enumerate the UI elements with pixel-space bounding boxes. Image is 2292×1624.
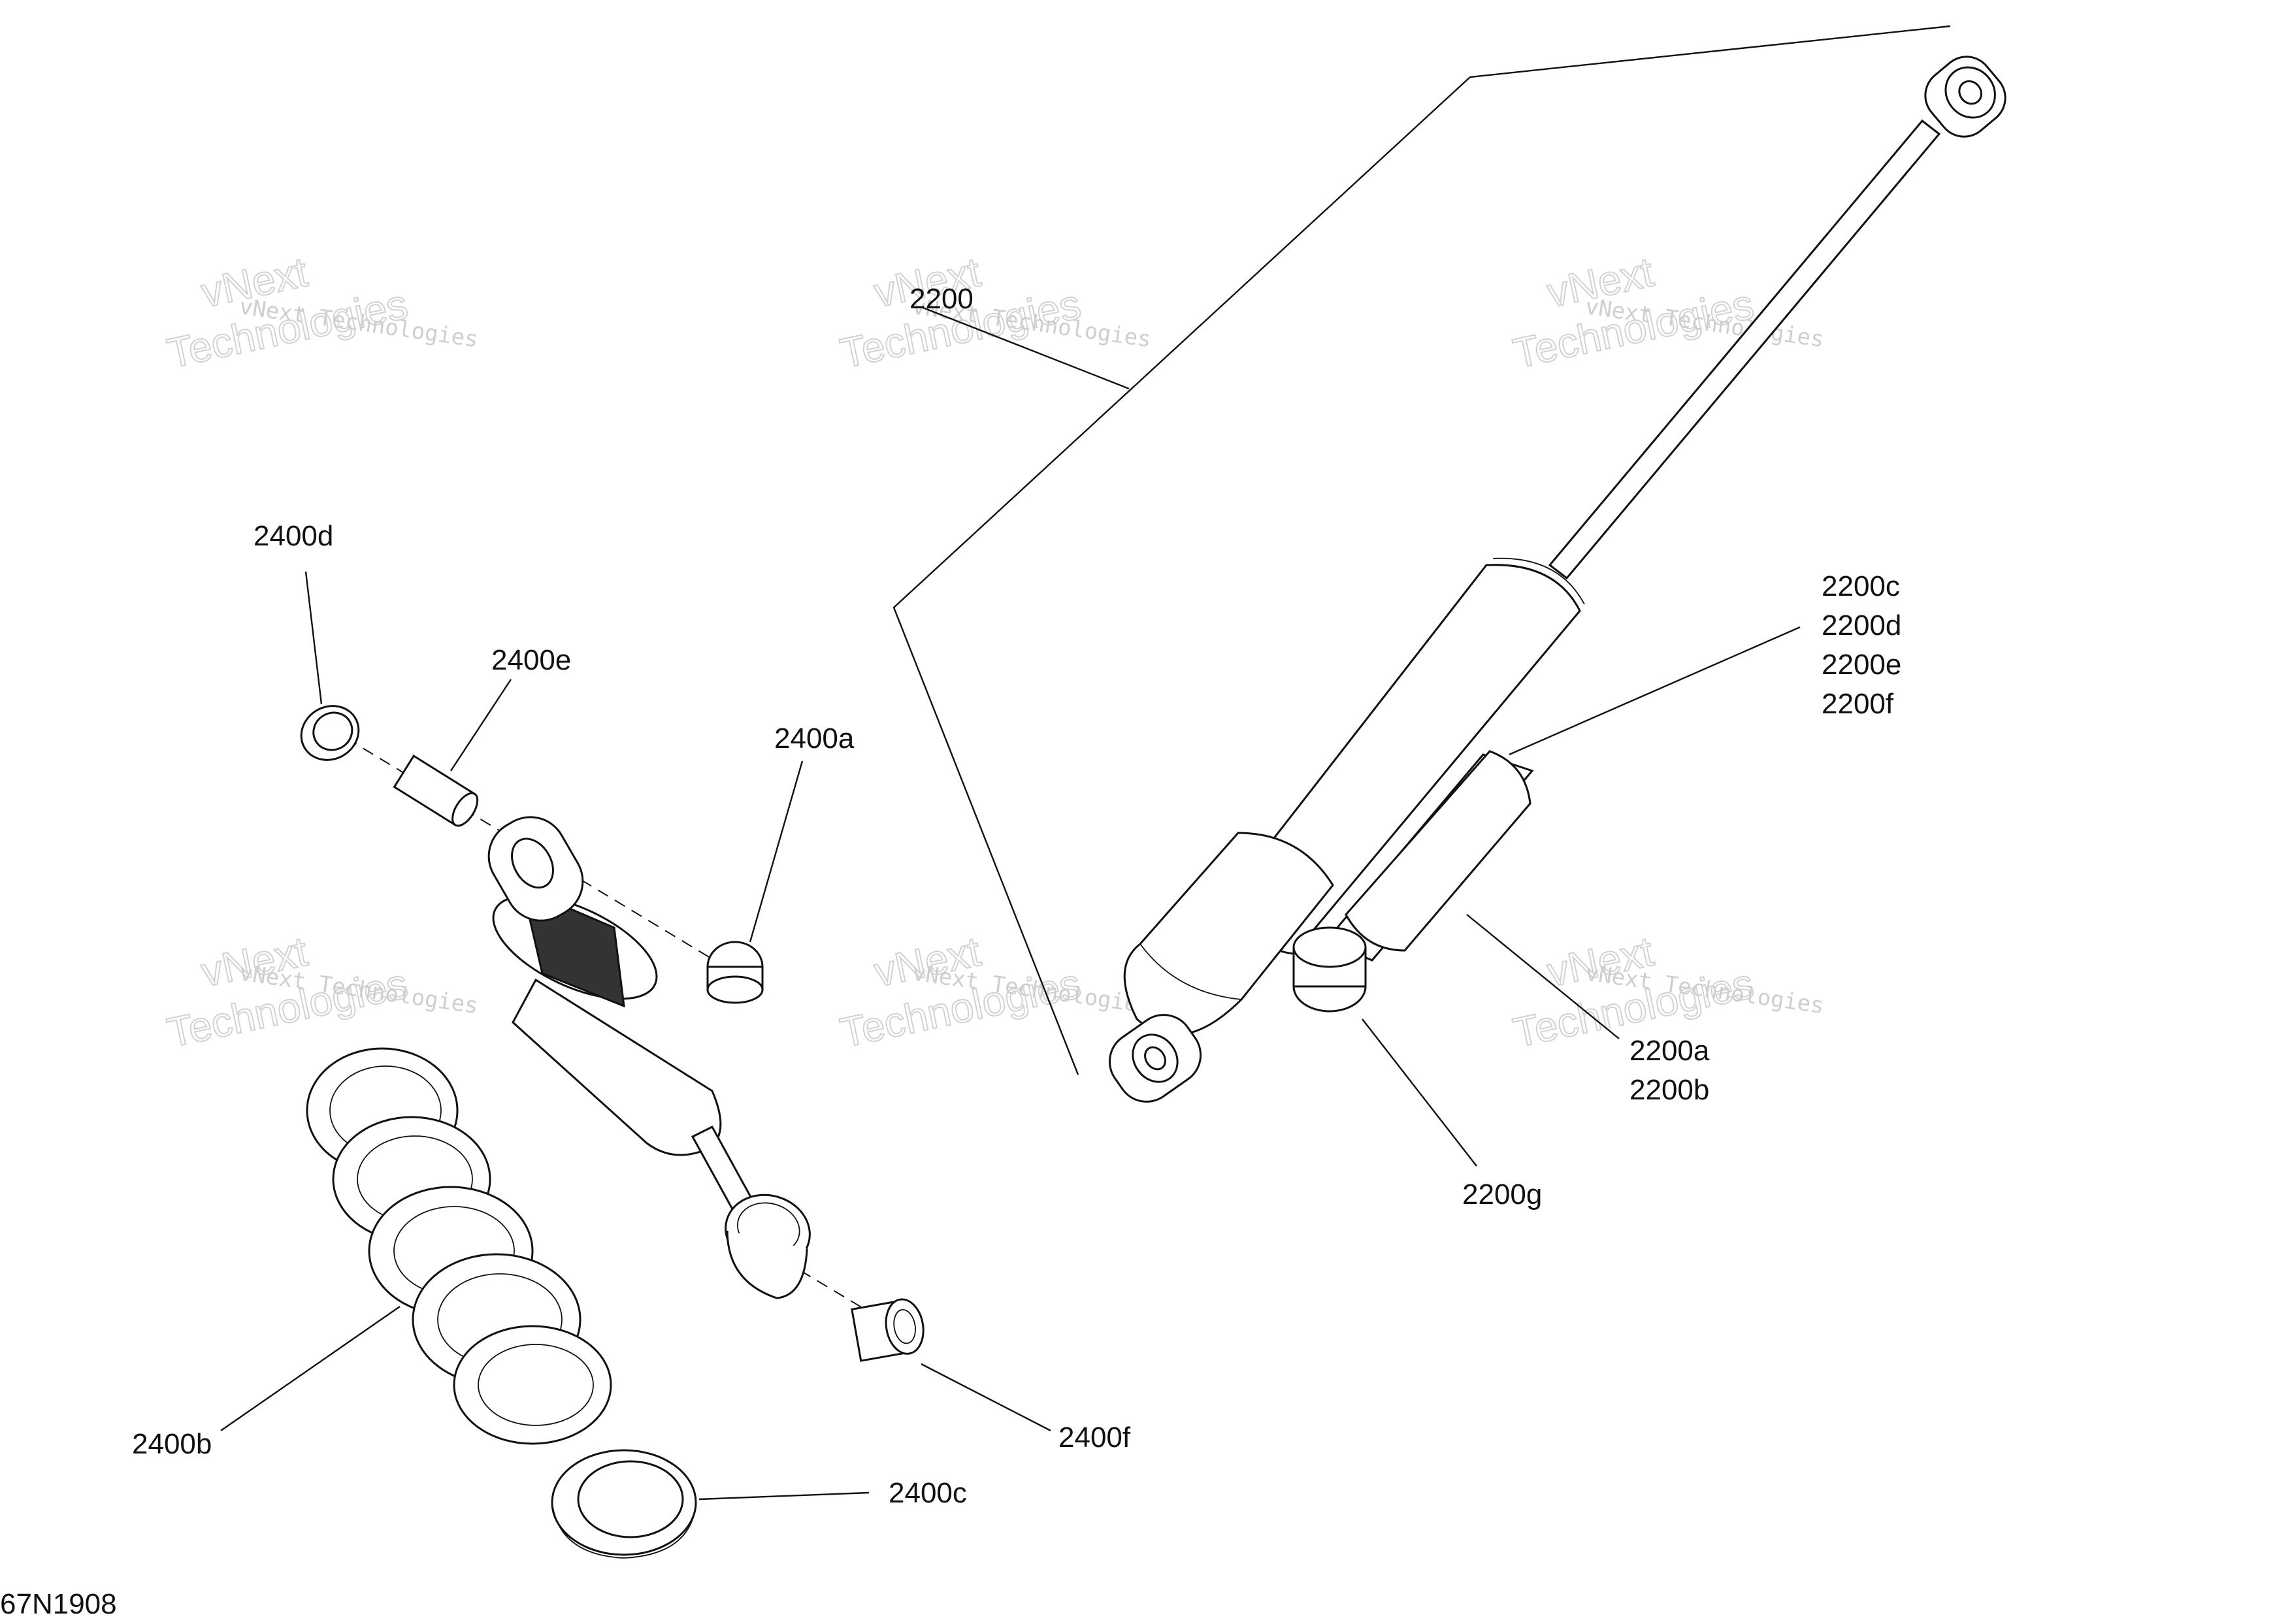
- leader-2200ab: [1466, 914, 1620, 1039]
- callout-2200d: 2200d: [1822, 609, 1901, 641]
- leader-2400b: [220, 1306, 401, 1431]
- bottom-cup: [725, 1194, 811, 1299]
- left-main-body: [512, 978, 722, 1156]
- lower-collar: [1139, 943, 1242, 1000]
- callout-2400e: 2400e: [491, 644, 571, 676]
- diagram-reference-number: 67N1908: [0, 1588, 117, 1620]
- leader-2400e: [450, 679, 512, 771]
- retainer-ring-edge: [551, 1502, 696, 1559]
- shock-shaft: [1548, 119, 1941, 580]
- sleeve-2400e-end: [451, 792, 479, 827]
- left-top-eyelet-hole: [511, 837, 554, 889]
- left-top-eyelet: [487, 816, 584, 922]
- bottom-eyelet: [1108, 1014, 1202, 1103]
- callout-2400c: 2400c: [889, 1477, 967, 1509]
- bushing-2400a: [706, 941, 764, 1004]
- main-body-lower: [1123, 832, 1334, 1036]
- bottom-cup-body: [726, 1230, 808, 1299]
- bushing-2400f: [851, 1298, 925, 1362]
- leader-2200cdef: [1509, 626, 1801, 756]
- bottom-eyelet-hole: [1144, 1046, 1166, 1071]
- body-collar: [1492, 557, 1585, 605]
- callout-2400a: 2400a: [774, 723, 855, 755]
- retainer-ring-inner: [577, 1460, 684, 1538]
- shock-absorber-2200: [1108, 56, 2006, 1103]
- assembly-bracket-2200: [892, 25, 1951, 1075]
- bushing-2400d-inner: [312, 711, 353, 751]
- spring-2400b: [306, 1047, 612, 1445]
- callout-2200: 2200: [909, 283, 974, 315]
- callout-2400b: 2400b: [132, 1428, 212, 1460]
- leader-2400d: [304, 571, 323, 705]
- callout-2200f: 2200f: [1822, 688, 1894, 720]
- watermark-group: vNext Technologies vNext Technologies vN…: [163, 248, 1825, 1057]
- bushing-2400f-hole: [893, 1309, 916, 1344]
- leader-2200g: [1362, 1018, 1477, 1167]
- shock-absorber-2400: [300, 705, 925, 1559]
- retainer-ring-2400c: [551, 1449, 697, 1559]
- reservoir-body: [1345, 750, 1531, 952]
- callout-2200a: 2200a: [1629, 1035, 1710, 1067]
- sleeve-2400e: [393, 755, 479, 827]
- callout-2400f: 2400f: [1058, 1421, 1131, 1453]
- bushing-2400a-bottom: [706, 975, 764, 1004]
- callout-2200e: 2200e: [1822, 649, 1901, 681]
- leader-2400f: [921, 1363, 1051, 1432]
- valve-knob-top: [1292, 926, 1367, 968]
- leader-2400a: [749, 760, 804, 943]
- leader-2400c: [698, 1491, 870, 1501]
- top-eyelet: [1924, 56, 2006, 138]
- leader-2200: [921, 306, 1130, 390]
- callout-2200c: 2200c: [1822, 570, 1900, 602]
- bushing-2400d: [300, 705, 360, 761]
- valve-knob-2200g: [1292, 926, 1367, 1013]
- bushing-2400f-face: [885, 1298, 925, 1355]
- callout-2200b: 2200b: [1629, 1074, 1709, 1106]
- spring-coil: [453, 1325, 612, 1445]
- callout-2400d: 2400d: [254, 520, 333, 552]
- callout-2200g: 2200g: [1462, 1178, 1542, 1210]
- spring-coil-inner: [478, 1344, 594, 1426]
- top-eyelet-hole: [1958, 80, 1983, 105]
